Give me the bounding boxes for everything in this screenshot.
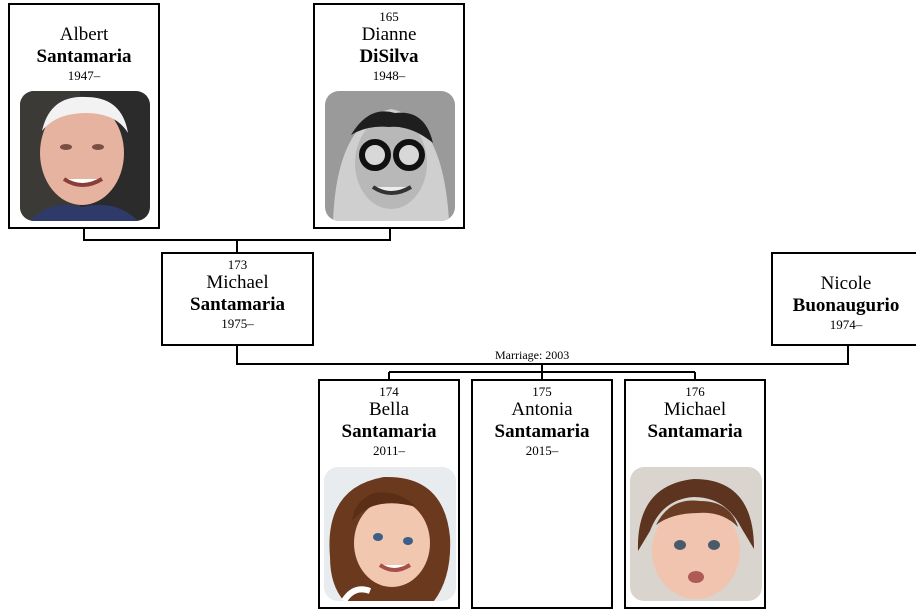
person-number: 174	[379, 384, 399, 399]
life-years: 2015–	[525, 443, 559, 458]
person-number: 173	[227, 257, 248, 272]
last-name: Santamaria	[494, 421, 590, 442]
life-years: 1947–	[67, 68, 101, 83]
person-card-bella[interactable]: 174 Bella Santamaria 2011–	[318, 379, 460, 609]
life-years: 2011–	[372, 443, 406, 458]
last-name: Santamaria	[647, 421, 743, 442]
last-name: Santamaria	[36, 46, 132, 67]
first-name: Dianne	[361, 24, 417, 45]
first-name: Antonia	[511, 399, 573, 420]
portrait-photo-dianne	[325, 91, 455, 221]
person-number: 175	[532, 384, 552, 399]
life-years: 1975–	[221, 316, 254, 331]
last-name: Santamaria	[190, 294, 285, 315]
person-card-antonia[interactable]: 175 Antonia Santamaria 2015–	[471, 379, 613, 609]
children-connector	[388, 364, 696, 380]
person-card-albert[interactable]: Albert Santamaria 1947–	[8, 3, 160, 229]
last-name: Buonaugurio	[792, 295, 900, 316]
first-name: Michael	[663, 399, 727, 420]
portrait-photo-michael-176	[630, 467, 762, 601]
first-name: Albert	[59, 24, 109, 45]
person-card-nicole[interactable]: Nicole Buonaugurio 1974–	[771, 252, 916, 346]
person-card-michael-173[interactable]: 173 Michael Santamaria 1975–	[161, 252, 314, 346]
person-card-dianne[interactable]: 165 Dianne DiSilva 1948–	[313, 3, 465, 229]
person-number: 165	[379, 9, 399, 24]
life-years: 1948–	[372, 68, 406, 83]
last-name: Santamaria	[341, 421, 437, 442]
person-card-michael-176[interactable]: 176 Michael Santamaria	[624, 379, 766, 609]
person-number: 176	[685, 384, 705, 399]
marriage-label: Marriage: 2003	[493, 348, 572, 362]
first-name: Nicole	[820, 273, 872, 294]
portrait-photo-bella	[324, 467, 456, 601]
life-years: 1974–	[829, 317, 863, 332]
first-name: Michael	[206, 272, 269, 293]
portrait-photo-albert	[20, 91, 150, 221]
grandparents-connector	[83, 228, 391, 241]
first-name: Bella	[368, 399, 410, 420]
last-name: DiSilva	[359, 46, 419, 67]
